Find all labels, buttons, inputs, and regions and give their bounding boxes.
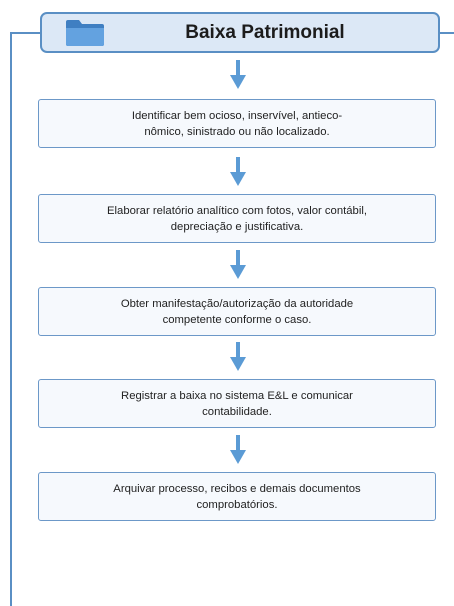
step-5: Arquivar processo, recibos e demais docu… [38,472,436,521]
step-2: Elaborar relatório analítico com fotos, … [38,194,436,243]
arrow-down-icon [230,342,246,371]
step-2-line-1: Elaborar relatório analítico com fotos, … [107,204,367,217]
step-4-line-2: contabilidade. [202,405,272,418]
title-box: Baixa Patrimonial [40,12,440,53]
arrow-down-icon [230,435,246,464]
step-5-line-1: Arquivar processo, recibos e demais docu… [113,482,361,495]
step-2-line-2: depreciação e justificativa. [170,220,304,233]
rail-connector-left [10,32,40,34]
step-3-line-2: competente conforme o caso. [162,313,312,326]
step-4-line-1: Registrar a baixa no sistema E&L e comun… [121,389,353,402]
step-1-line-1: Identificar bem ocioso, inservível, anti… [131,109,343,122]
arrow-down-icon [230,250,246,279]
arrow-down-icon [230,157,246,186]
step-1-line-2: nômico, sinistrado ou não localizado. [144,125,330,138]
diagram-title: Baixa Patrimonial [185,21,345,43]
step-3-line-1: Obter manifestação/autorização da autori… [120,297,354,310]
rail-connector-right [440,32,454,34]
step-4: Registrar a baixa no sistema E&L e comun… [38,379,436,428]
step-3: Obter manifestação/autorização da autori… [38,287,436,336]
step-5-line-2: comprobatórios. [196,498,278,511]
left-rail-line [10,32,12,606]
folder-icon [66,20,104,46]
arrow-down-icon [230,60,246,89]
step-1: Identificar bem ocioso, inservível, anti… [38,99,436,148]
